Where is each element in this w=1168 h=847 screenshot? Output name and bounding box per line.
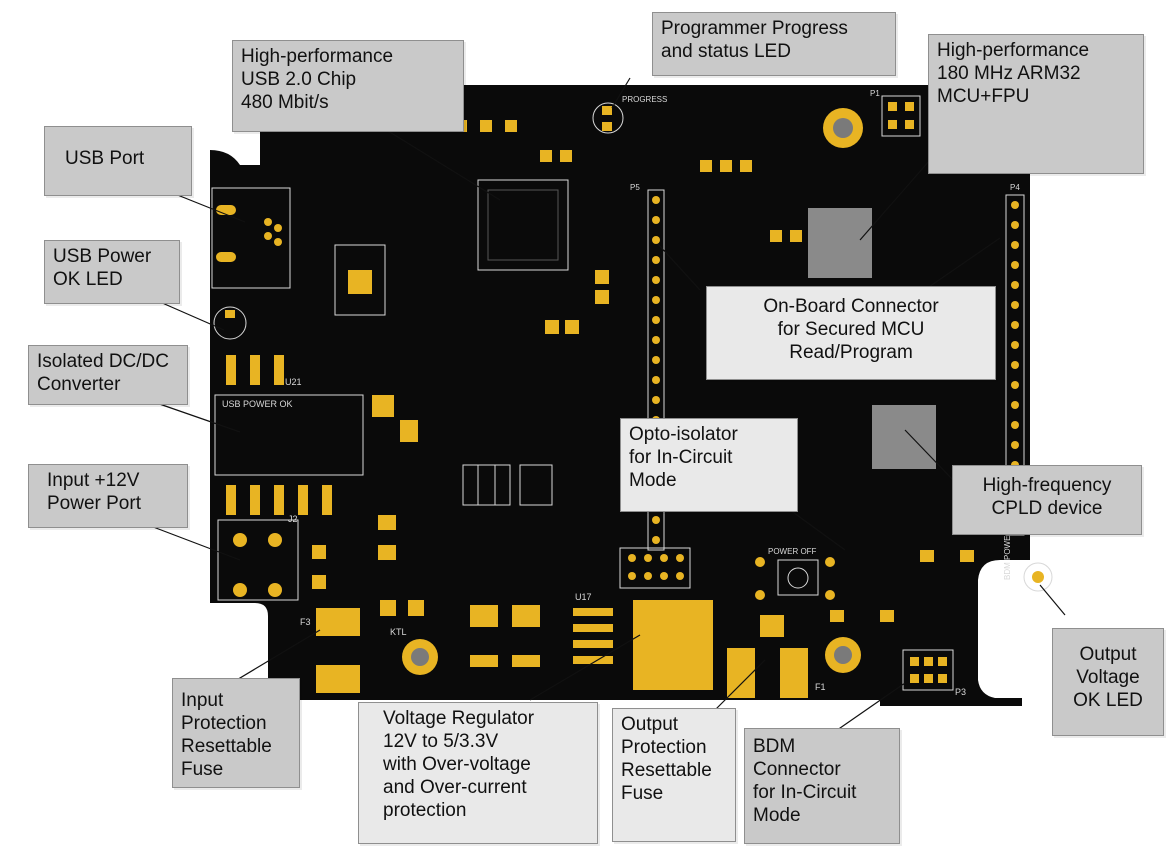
svg-text:USB POWER OK: USB POWER OK: [222, 399, 293, 409]
voltage-regulator: U17: [573, 592, 713, 690]
header-p5-pin: [652, 376, 660, 384]
header-p4-pin: [1011, 221, 1019, 229]
svg-text:P4: P4: [1010, 183, 1020, 192]
header-p4-pin: [1011, 361, 1019, 369]
header-p5: P5: [630, 183, 665, 551]
header-p5-pin: [652, 216, 660, 224]
svg-text:J2: J2: [288, 514, 298, 524]
header-p5-pin: [652, 236, 660, 244]
header-p4-pin: [1011, 201, 1019, 209]
svg-text:P3: P3: [955, 687, 966, 697]
power-switch: POWER OFF: [755, 547, 835, 600]
svg-text:U17: U17: [575, 592, 592, 602]
svg-text:P1: P1: [870, 89, 880, 98]
header-p4-pin: [1011, 341, 1019, 349]
callout-dcdc: Isolated DC/DC Converter: [28, 345, 188, 405]
usb-power-led: [213, 306, 247, 340]
output-voltage-led: BDM POWER: [1003, 530, 1053, 592]
header-p5-pin: [652, 316, 660, 324]
callout-regulator: Voltage Regulator 12V to 5/3.3V with Ove…: [358, 702, 598, 844]
svg-text:KTL: KTL: [390, 627, 407, 637]
svg-text:PROGRESS: PROGRESS: [622, 95, 667, 104]
header-p5-pin: [652, 396, 660, 404]
callout-input-fuse: Input Protection Resettable Fuse: [172, 678, 300, 788]
usb-chip: [477, 179, 569, 271]
input-fuse: F3: [300, 608, 360, 693]
header-p4: P4: [1005, 183, 1025, 536]
header-p4-pin: [1011, 321, 1019, 329]
dcdc-converter: USB POWER OK U21: [214, 377, 364, 476]
mounting-hole-bottom-left: [402, 639, 438, 675]
leader-lines: [147, 77, 1066, 736]
programmer-status-led: PROGRESS: [592, 95, 667, 134]
header-p5-pin: [652, 256, 660, 264]
header-p4-pin: [1011, 261, 1019, 269]
header-p4-pin: [1011, 441, 1019, 449]
callout-mcu: High-performance 180 MHz ARM32 MCU+FPU: [928, 34, 1144, 174]
callout-output-led: Output Voltage OK LED: [1052, 628, 1164, 736]
callout-onboard-connector: On-Board Connector for Secured MCU Read/…: [706, 286, 996, 380]
misc-components: [226, 120, 974, 667]
svg-text:BDM POWER: BDM POWER: [1003, 530, 1012, 580]
input-power-port: J2: [217, 514, 299, 601]
cpld-chip: [872, 405, 936, 469]
callout-output-fuse: Output Protection Resettable Fuse: [612, 708, 736, 842]
svg-text:POWER OFF: POWER OFF: [768, 547, 817, 556]
callout-usb-power-led: USB Power OK LED: [44, 240, 180, 304]
bdm-connector: P3: [902, 649, 966, 697]
header-p5-pin: [652, 196, 660, 204]
header-p1: P1: [870, 89, 921, 137]
mounting-hole-top: [823, 108, 863, 148]
header-p5-pin: [652, 296, 660, 304]
header-p5-pin: [652, 276, 660, 284]
header-p5-pin: [652, 536, 660, 544]
mcu-chip: [808, 208, 872, 278]
callout-bdm: BDM Connector for In-Circuit Mode: [744, 728, 900, 844]
output-fuse: F1: [727, 648, 826, 698]
mounting-hole-bottom-right: [825, 637, 861, 673]
header-p4-pin: [1011, 401, 1019, 409]
callout-programmer-led: Programmer Progress and status LED: [652, 12, 896, 76]
callout-usb-chip: High-performance USB 2.0 Chip 480 Mbit/s: [232, 40, 464, 132]
callout-cpld: High-frequency CPLD device: [952, 465, 1142, 535]
header-p4-pin: [1011, 241, 1019, 249]
svg-text:F3: F3: [300, 617, 311, 627]
callout-usb-port: USB Port: [44, 126, 192, 196]
svg-text:F1: F1: [815, 682, 826, 692]
header-p4-pin: [1011, 301, 1019, 309]
svg-text:U21: U21: [285, 377, 302, 387]
header-2x4: [619, 547, 691, 589]
callout-input-power: Input +12V Power Port: [28, 464, 188, 528]
svg-text:P5: P5: [630, 183, 640, 192]
header-p5-pin: [652, 516, 660, 524]
callout-opto: Opto-isolator for In-Circuit Mode: [620, 418, 798, 512]
header-p4-pin: [1011, 281, 1019, 289]
header-p5-pin: [652, 336, 660, 344]
header-p4-pin: [1011, 381, 1019, 389]
header-p5-pin: [652, 356, 660, 364]
header-p4-pin: [1011, 421, 1019, 429]
